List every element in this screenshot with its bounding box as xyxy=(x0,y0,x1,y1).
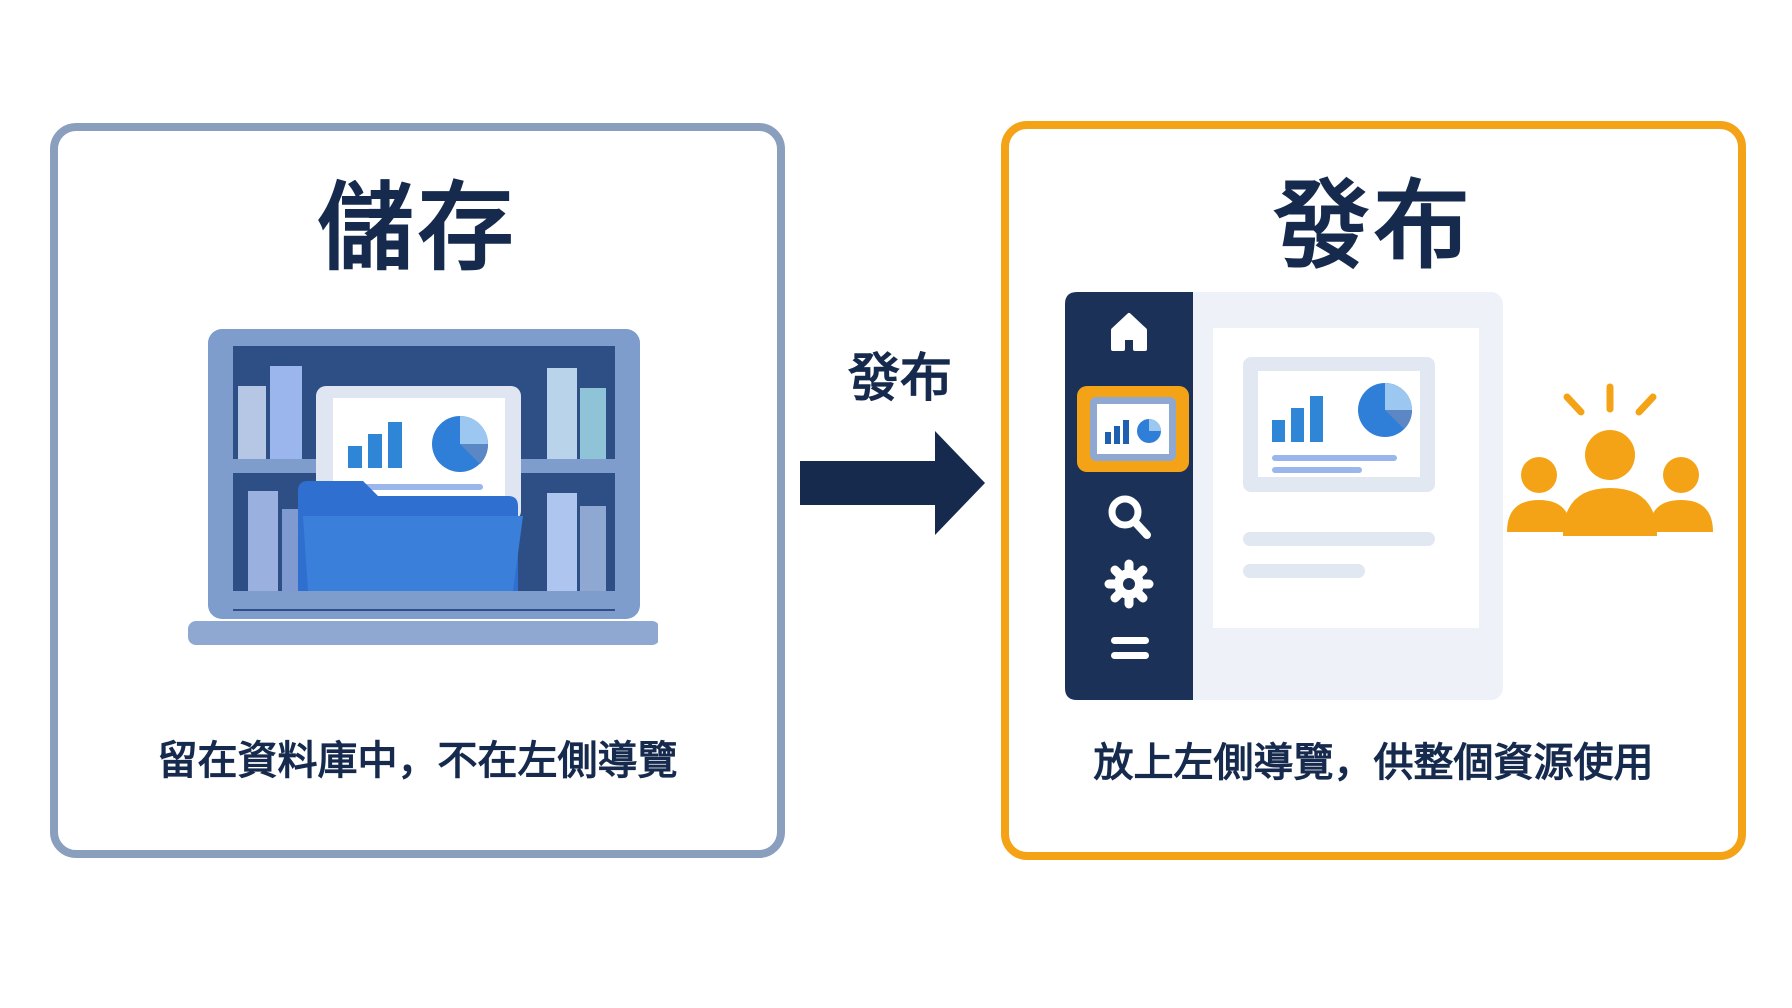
publish-panel: 發布 xyxy=(1001,121,1746,860)
store-caption: 留在資料庫中，不在左側導覽 xyxy=(157,738,678,784)
publish-caption: 放上左側導覽，供整個資源使用 xyxy=(1093,740,1654,786)
right-arrow-icon xyxy=(800,431,985,535)
sidebar-nav xyxy=(1065,292,1193,700)
report-icon[interactable] xyxy=(1077,386,1189,472)
people-group-icon xyxy=(1507,383,1713,536)
menu-icon[interactable] xyxy=(1111,637,1149,659)
home-icon[interactable] xyxy=(1111,313,1147,351)
arrow-label: 發布 xyxy=(847,349,952,409)
publish-title: 發布 xyxy=(1273,170,1474,282)
store-panel: 儲存 留在資料庫中，不在左側導覽 xyxy=(50,123,785,858)
store-title: 儲存 xyxy=(317,172,518,284)
published-app-mockup xyxy=(1065,292,1713,700)
search-icon[interactable] xyxy=(1108,495,1151,539)
gear-icon[interactable] xyxy=(1104,559,1154,609)
bookshelf-with-folder-and-report-icon xyxy=(188,329,658,645)
